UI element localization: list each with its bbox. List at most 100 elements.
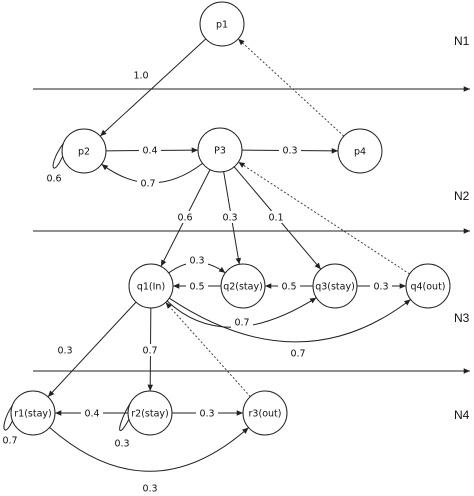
edge-q2-q1: 0.5 bbox=[173, 280, 221, 293]
edge-probability-label: 0.7 bbox=[2, 436, 17, 447]
edge-probability-label: 0.4 bbox=[84, 409, 99, 420]
state-node-r2: r2(stay) bbox=[127, 390, 173, 436]
state-label: P3 bbox=[214, 146, 226, 157]
edge-label-bg bbox=[278, 280, 300, 292]
edge-q1-r2: 0.7 bbox=[139, 307, 161, 392]
edge-r3-q1 bbox=[165, 302, 251, 397]
edge-line-r3-q1 bbox=[165, 302, 251, 397]
edge-probability-label: 0.7 bbox=[234, 318, 249, 329]
edge-q4-p3 bbox=[238, 161, 410, 275]
state-label: q3(stay) bbox=[315, 282, 355, 293]
edge-label-bg bbox=[81, 407, 103, 419]
edge-line-p1-p2 bbox=[99, 38, 207, 137]
edge-p3-p2: 0.7 bbox=[101, 162, 203, 190]
edge-label-bg bbox=[265, 211, 287, 223]
edge-p2-p3: 0.4 bbox=[105, 144, 199, 157]
edge-p3-q3: 0.1 bbox=[233, 166, 322, 270]
level-label-n2: N2 bbox=[454, 189, 470, 203]
edge-label-bg bbox=[196, 407, 218, 419]
edge-probability-label: 0.4 bbox=[142, 146, 157, 157]
edge-probability-label: 0.6 bbox=[177, 213, 192, 224]
edge-label-bg bbox=[111, 437, 133, 449]
edge-label-bg bbox=[370, 280, 392, 292]
state-node-q3: q3(stay) bbox=[312, 263, 358, 309]
state-circle bbox=[199, 1, 245, 47]
state-node-p3: P3 bbox=[197, 127, 243, 173]
edge-q3-q4: 0.3 bbox=[357, 280, 406, 293]
state-circle bbox=[197, 127, 243, 173]
state-circle bbox=[242, 390, 288, 436]
edge-label-bg bbox=[54, 344, 76, 356]
edge-probability-label: 0.7 bbox=[142, 346, 157, 357]
state-node-p1: p1 bbox=[199, 1, 245, 47]
level-label-n4: N4 bbox=[454, 408, 470, 422]
state-label: q2(stay) bbox=[223, 282, 263, 293]
state-circle bbox=[128, 263, 174, 309]
edge-probability-label: 0.5 bbox=[189, 282, 204, 293]
edge-line-q4-p3 bbox=[238, 161, 410, 275]
state-label: p2 bbox=[78, 147, 90, 158]
state-circle bbox=[312, 263, 358, 309]
state-node-q2: q2(stay) bbox=[220, 263, 266, 309]
edge-r1-r3: 0.3 bbox=[49, 427, 249, 495]
edge-probability-label: 1.0 bbox=[133, 71, 148, 82]
edge-label-bg bbox=[186, 280, 208, 292]
edge-p1-p2: 1.0 bbox=[99, 38, 207, 137]
edge-label-bg bbox=[139, 144, 161, 156]
state-circle bbox=[61, 128, 107, 174]
edge-label-bg bbox=[139, 344, 161, 356]
level-label-n1: N1 bbox=[454, 34, 470, 48]
edge-r2-r1: 0.4 bbox=[55, 407, 128, 420]
edge-probability-label: 0.3 bbox=[142, 484, 157, 495]
edge-q1-q4: 0.7 bbox=[169, 297, 411, 360]
edge-label-bg bbox=[139, 482, 161, 494]
state-node-r1: r1(stay) bbox=[10, 390, 56, 436]
edge-p4-p1 bbox=[237, 38, 345, 137]
edge-label-bg bbox=[231, 316, 253, 328]
edge-q1-q3: 0.7 bbox=[166, 297, 317, 329]
edge-probability-label: 0.3 bbox=[114, 439, 129, 450]
state-node-q1: q1(In) bbox=[128, 263, 174, 309]
edge-probability-label: 0.6 bbox=[46, 174, 61, 185]
state-circle bbox=[337, 128, 383, 174]
edge-label-bg bbox=[186, 254, 208, 266]
edge-line-r1-r3 bbox=[49, 427, 249, 472]
state-circle bbox=[405, 263, 451, 309]
edge-q1-q2: 0.3 bbox=[168, 254, 226, 274]
edge-p3-q1: 0.6 bbox=[160, 169, 211, 267]
edge-p3-q2: 0.3 bbox=[219, 171, 242, 265]
state-label: p4 bbox=[354, 147, 366, 158]
edge-label-bg bbox=[137, 177, 159, 189]
state-label: r1(stay) bbox=[14, 409, 51, 420]
edge-label-bg bbox=[0, 434, 21, 446]
state-node-q4: q4(out) bbox=[405, 263, 451, 309]
edge-line-q1-q4 bbox=[169, 297, 411, 343]
edge-probability-label: 0.1 bbox=[268, 213, 283, 224]
state-node-p2: p2 bbox=[61, 128, 107, 174]
edge-probability-label: 0.3 bbox=[373, 282, 388, 293]
edge-label-bg bbox=[43, 172, 65, 184]
state-node-p4: p4 bbox=[337, 128, 383, 174]
level-label-n3: N3 bbox=[454, 311, 470, 325]
edge-line-p4-p1 bbox=[237, 38, 345, 137]
edge-probability-label: 0.3 bbox=[199, 409, 214, 420]
edge-label-bg bbox=[130, 69, 152, 81]
edge-probability-label: 0.3 bbox=[222, 213, 237, 224]
edge-probability-label: 0.5 bbox=[281, 282, 296, 293]
edge-label-bg bbox=[219, 211, 241, 223]
edge-label-bg bbox=[174, 211, 196, 223]
state-label: r3(out) bbox=[249, 409, 282, 420]
state-circle bbox=[220, 263, 266, 309]
edge-r2-r3: 0.3 bbox=[172, 407, 243, 420]
edge-probability-label: 0.3 bbox=[282, 146, 297, 157]
edge-line-q1-r1 bbox=[47, 301, 137, 398]
edge-p3-p4: 0.3 bbox=[241, 144, 339, 157]
edge-probability-label: 0.7 bbox=[140, 179, 155, 190]
edge-probability-label: 0.7 bbox=[290, 349, 305, 360]
state-label: q4(out) bbox=[410, 282, 445, 293]
state-label: p1 bbox=[216, 20, 228, 31]
edge-probability-label: 0.3 bbox=[189, 256, 204, 267]
edge-q3-q2: 0.5 bbox=[265, 280, 313, 293]
edge-label-bg bbox=[279, 144, 301, 156]
